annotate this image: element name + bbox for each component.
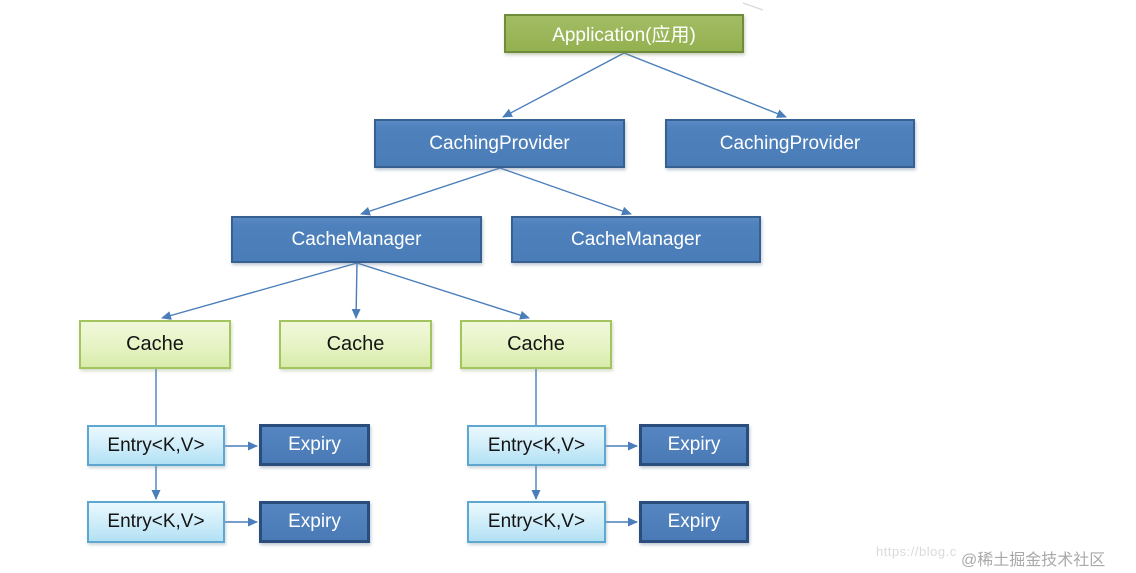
node-entry-right-1: Entry<K,V> (467, 425, 606, 466)
node-expiry-left-1: Expiry (259, 424, 370, 466)
edge-cache-manager-left-to-cache-right (356, 262, 530, 320)
watermark-fragment-line (742, 2, 764, 11)
node-entry-right-2: Entry<K,V> (467, 501, 606, 543)
node-caching-provider-right: CachingProvider (665, 119, 915, 168)
edge-cache-manager-left-to-cache-middle (351, 262, 361, 319)
node-entry-left-1: Entry<K,V> (87, 425, 225, 466)
node-entry-left-2: Entry<K,V> (87, 501, 225, 543)
node-caching-provider-left: CachingProvider (374, 119, 625, 168)
node-expiry-right-1: Expiry (639, 424, 749, 466)
node-cache-left: Cache (79, 320, 231, 369)
edge-cache-manager-left-to-cache-left (161, 262, 358, 320)
node-cache-manager-left: CacheManager (231, 216, 482, 263)
edge-application-to-caching-provider-right (623, 52, 787, 118)
edge-application-to-caching-provider-left (502, 52, 625, 118)
node-cache-right: Cache (460, 320, 612, 369)
node-cache-manager-right: CacheManager (511, 216, 761, 263)
node-expiry-right-2: Expiry (639, 501, 749, 543)
watermark-url-text: https://blog.c (876, 544, 957, 559)
node-application: Application(应用) (504, 14, 744, 53)
node-cache-middle: Cache (279, 320, 432, 369)
watermark-site-text: @稀土掘金技术社区 (961, 552, 1106, 569)
edge-caching-provider-left-to-cache-manager-right (499, 167, 632, 216)
node-expiry-left-2: Expiry (259, 501, 370, 543)
edge-caching-provider-left-to-cache-manager-left (360, 167, 501, 216)
